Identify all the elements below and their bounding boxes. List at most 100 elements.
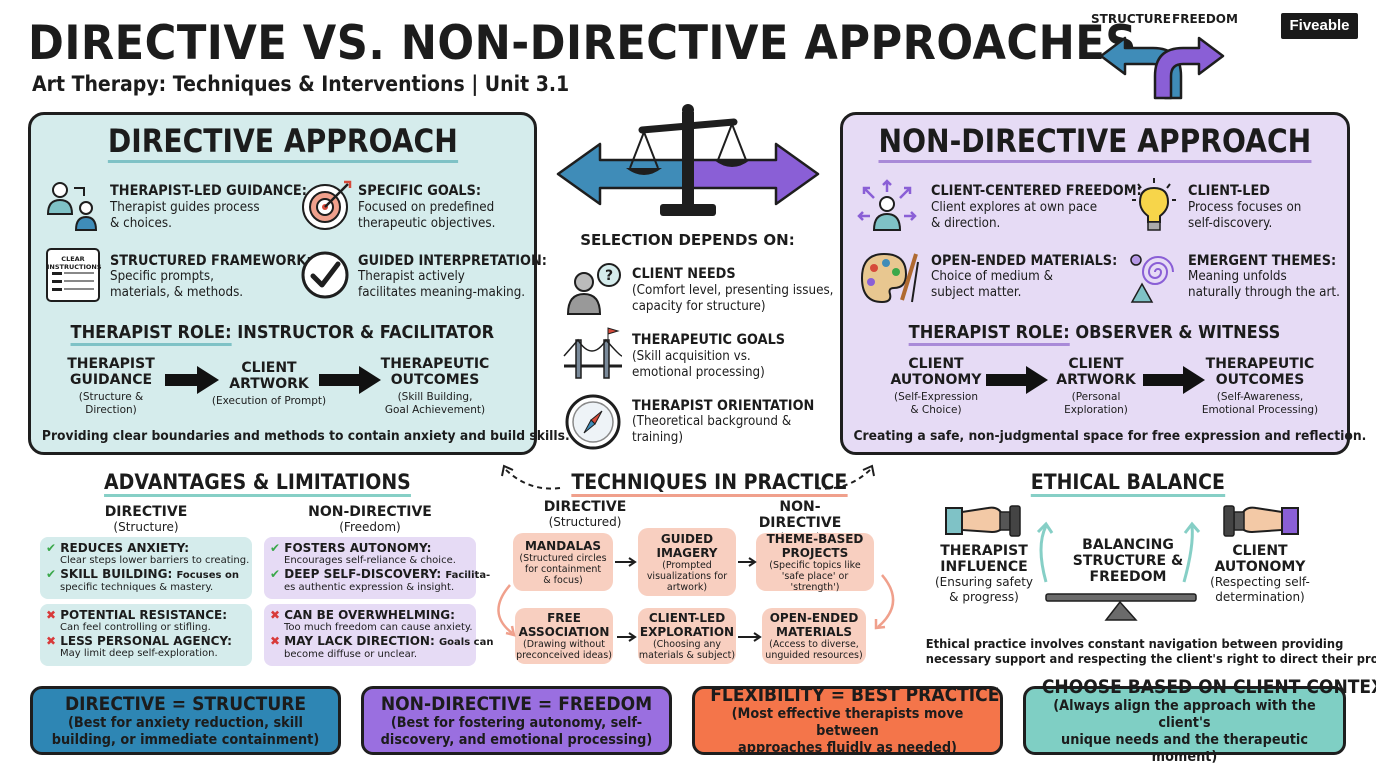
directive-role: THERAPIST ROLE: INSTRUCTOR & FACILITATOR — [70, 322, 494, 346]
nondirective-role: THERAPIST ROLE: OBSERVER & WITNESS — [909, 322, 1281, 346]
adv-directive-cons: ✖ POTENTIAL RESISTANCE: Can feel control… — [40, 604, 252, 666]
ethical-title-wrap: ETHICAL BALANCE — [912, 470, 1344, 497]
therapist-hand-icon — [945, 505, 1021, 537]
directive-item-1-head: THERAPIST-LED GUIDANCE: — [110, 183, 307, 199]
directive-title-wrap: DIRECTIVE APPROACH — [28, 122, 537, 163]
directive-item-3-body: Specific prompts, — [110, 269, 214, 284]
directive-item-1-body2: & choices. — [110, 216, 172, 231]
nondirective-item-3-body2: subject matter. — [931, 285, 1022, 300]
nondirective-item-4-body: Meaning unfolds — [1188, 269, 1287, 284]
emergent-shapes-icon — [1130, 254, 1174, 303]
cross-icon: ✖ — [46, 634, 57, 648]
tech-directive-head: DIRECTIVE (Structured) — [543, 499, 627, 529]
directive-item-4-body: Therapist actively — [358, 269, 465, 284]
selection-item-1-l2: capacity for structure) — [632, 299, 766, 314]
selection-item-3-head: THERAPIST ORIENTATION — [632, 398, 815, 414]
directive-item-2-body: Focused on predefined — [358, 200, 495, 215]
directive-item-3-head: STRUCTURED FRAMEWORK: — [110, 253, 312, 269]
dashed-arrows-icon — [501, 464, 875, 490]
ethical-text: Ethical practice involves constant navig… — [925, 636, 1376, 666]
nondirective-item-2-body2: self-discovery. — [1188, 216, 1273, 231]
client-question-icon: ? — [566, 263, 621, 315]
nondirective-title: NON-DIRECTIVE APPROACH — [878, 122, 1312, 163]
selection-item-2-l1: (Skill acquisition vs. — [632, 349, 751, 364]
ethical-seesaw-icon — [1036, 521, 1201, 621]
freedom-label: FREEDOM — [1172, 12, 1238, 26]
fork-arrow-icon — [1099, 36, 1225, 100]
directive-footer-wrap: Providing clear boundaries and methods t… — [28, 427, 570, 445]
nondirective-item-1-head: CLIENT-CENTERED FREEDOM: — [931, 183, 1142, 199]
directive-flow-arrow-1 — [165, 366, 219, 394]
summary-directive: DIRECTIVE = STRUCTURE (Best for anxiety … — [30, 686, 341, 755]
nondirective-item-2-head: CLIENT-LED — [1188, 183, 1270, 199]
cross-icon: ✖ — [270, 634, 281, 648]
palette-brush-icon — [860, 252, 919, 304]
structure-label: STRUCTURE — [1091, 12, 1171, 26]
lightbulb-icon — [1132, 178, 1176, 231]
advantages-title: ADVANTAGES & LIMITATIONS — [103, 470, 411, 497]
nondirective-panel — [840, 112, 1350, 455]
advantages-title-wrap: ADVANTAGES & LIMITATIONS — [28, 470, 486, 497]
nondirective-item-4-head: EMERGENT THEMES: — [1188, 253, 1337, 269]
directive-item-2-head: SPECIFIC GOALS: — [358, 183, 482, 199]
selection-item-3-l1: (Theoretical background & — [632, 414, 792, 429]
directive-panel — [28, 112, 537, 455]
summary-flexibility: FLEXIBILITY = BEST PRACTICE (Most effect… — [692, 684, 1003, 756]
directive-item-4-head: GUIDED INTERPRETATION: — [358, 253, 547, 269]
adv-nondirective-head: NON-DIRECTIVE (Freedom) — [308, 504, 432, 534]
clipboard-icon — [46, 248, 100, 302]
directive-flow-arrow-2 — [319, 366, 381, 394]
selection-title-wrap: SELECTION DEPENDS ON: — [555, 231, 820, 250]
adv-nondirective-cons: ✖ CAN BE OVERWHELMING: Too much freedom … — [264, 604, 493, 666]
check-icon: ✔ — [270, 567, 281, 581]
nondirective-item-1-body2: & direction. — [931, 216, 1001, 231]
summary-nondirective: NON-DIRECTIVE = FREEDOM (Best for foster… — [361, 686, 672, 755]
page-subtitle: Art Therapy: Techniques & Interventions … — [32, 72, 570, 96]
balance-scale-icon — [556, 104, 820, 216]
directive-item-4-body2: facilitates meaning-making. — [358, 285, 526, 300]
bridge-icon — [563, 327, 623, 379]
therapist-client-icon — [46, 182, 98, 231]
nondirective-flow-arrow-1 — [986, 366, 1048, 394]
check-icon: ✔ — [270, 541, 281, 555]
client-hand-icon — [1223, 505, 1299, 537]
selection-item-3-l2: training) — [632, 430, 684, 445]
technique-arrows — [497, 557, 895, 642]
nondirective-flow-arrow-2 — [1143, 366, 1205, 394]
clipboard-text: CLEAR INSTRUCTIONS — [47, 255, 102, 271]
directive-title: DIRECTIVE APPROACH — [107, 122, 458, 163]
svg-text:?: ? — [605, 268, 613, 284]
directive-item-2-body2: therapeutic objectives. — [358, 216, 496, 231]
directive-item-3-body2: materials, & methods. — [110, 285, 244, 300]
expanding-arrows-person-icon — [857, 179, 917, 231]
adv-directive-head: DIRECTIVE (Structure) — [104, 504, 188, 534]
selection-item-1-l1: (Comfort level, presenting issues, — [632, 283, 834, 298]
nondirective-item-3-body: Choice of medium & — [931, 269, 1053, 284]
checkmark-icon — [301, 251, 349, 299]
cross-icon: ✖ — [270, 608, 281, 622]
selection-item-2-head: THERAPEUTIC GOALS — [632, 332, 786, 348]
ethical-title: ETHICAL BALANCE — [1030, 470, 1226, 497]
directive-footer: Providing clear boundaries and methods t… — [41, 429, 570, 444]
nondirective-title-wrap: NON-DIRECTIVE APPROACH — [840, 122, 1350, 163]
summary-client-context: CHOOSE BASED ON CLIENT CONTEXT (Always a… — [1023, 676, 1376, 765]
techniques-title-wrap: TECHNIQUES IN PRACTICE — [556, 470, 848, 497]
page-title: DIRECTIVE VS. NON-DIRECTIVE APPROACHES — [28, 16, 1137, 71]
check-icon: ✔ — [46, 541, 57, 555]
nondirective-item-4-body2: naturally through the art. — [1188, 285, 1340, 300]
cross-icon: ✖ — [46, 608, 57, 622]
nondirective-footer-wrap: Creating a safe, non-judgmental space fo… — [840, 427, 1366, 445]
adv-directive-pros: ✔ REDUCES ANXIETY: Clear steps lower bar… — [40, 537, 252, 599]
